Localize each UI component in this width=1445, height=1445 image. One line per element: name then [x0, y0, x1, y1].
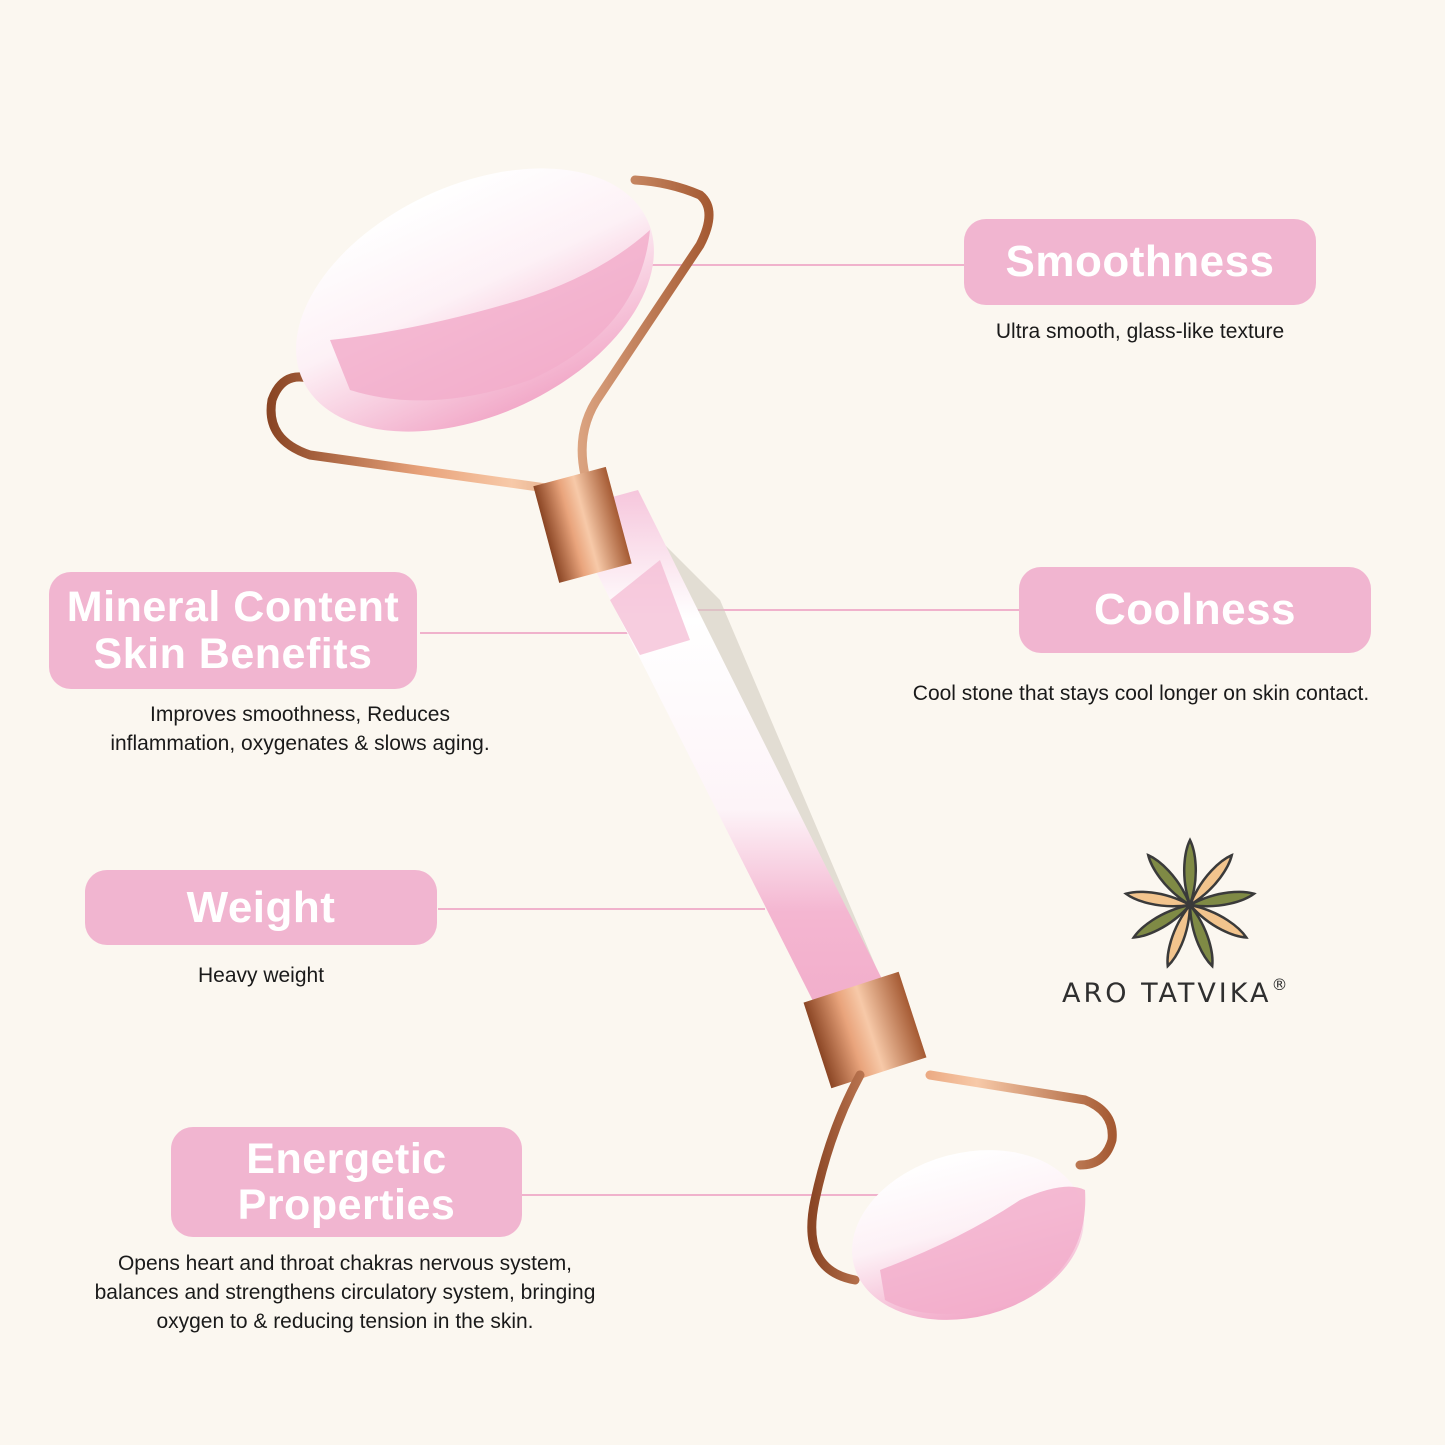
feature-desc-mineral: Improves smoothness, Reduces inflammatio…: [110, 703, 490, 755]
feature-desc-weight: Heavy weight: [197, 964, 325, 987]
feature-title-energetic-2: Properties: [237, 1181, 456, 1229]
connector-lines: [420, 264, 1020, 1196]
brand-name: ARO TATVIKA: [1062, 978, 1272, 1009]
top-frame: [266, 175, 714, 495]
feature-pill-mineral: Mineral Content Skin Benefits: [49, 572, 417, 689]
feature-pill-weight: Weight: [85, 870, 437, 945]
feature-title-smoothness: Smoothness: [1005, 237, 1275, 287]
feature-pill-coolness: Coolness: [1019, 567, 1371, 653]
registered-mark: ®: [1271, 975, 1288, 994]
feature-desc-coolness: Cool stone that stays cool longer on ski…: [912, 682, 1370, 705]
feature-title-weight: Weight: [186, 882, 336, 932]
feature-title-mineral-2: Skin Benefits: [93, 629, 373, 678]
feature-desc-smoothness: Ultra smooth, glass-like texture: [995, 320, 1285, 343]
bottom-frame: [807, 1070, 1117, 1285]
brand-wordmark: ARO TATVIKA®: [1062, 975, 1287, 1009]
feature-title-mineral-1: Mineral Content: [66, 583, 400, 632]
top-roller-stone: [296, 168, 654, 432]
feature-pill-energetic: Energetic Properties: [171, 1127, 522, 1237]
feature-desc-energetic: Opens heart and throat chakras nervous s…: [94, 1252, 596, 1333]
feature-pill-smoothness: Smoothness: [964, 219, 1316, 305]
top-ferrule: [533, 466, 632, 583]
roller-handle: [565, 490, 885, 1005]
feature-title-energetic-1: Energetic: [246, 1134, 447, 1183]
bottom-ferrule: [803, 971, 927, 1089]
brand-logo-icon: [1123, 837, 1257, 969]
bottom-roller-stone: [852, 1150, 1086, 1320]
feature-title-coolness: Coolness: [1093, 585, 1297, 635]
